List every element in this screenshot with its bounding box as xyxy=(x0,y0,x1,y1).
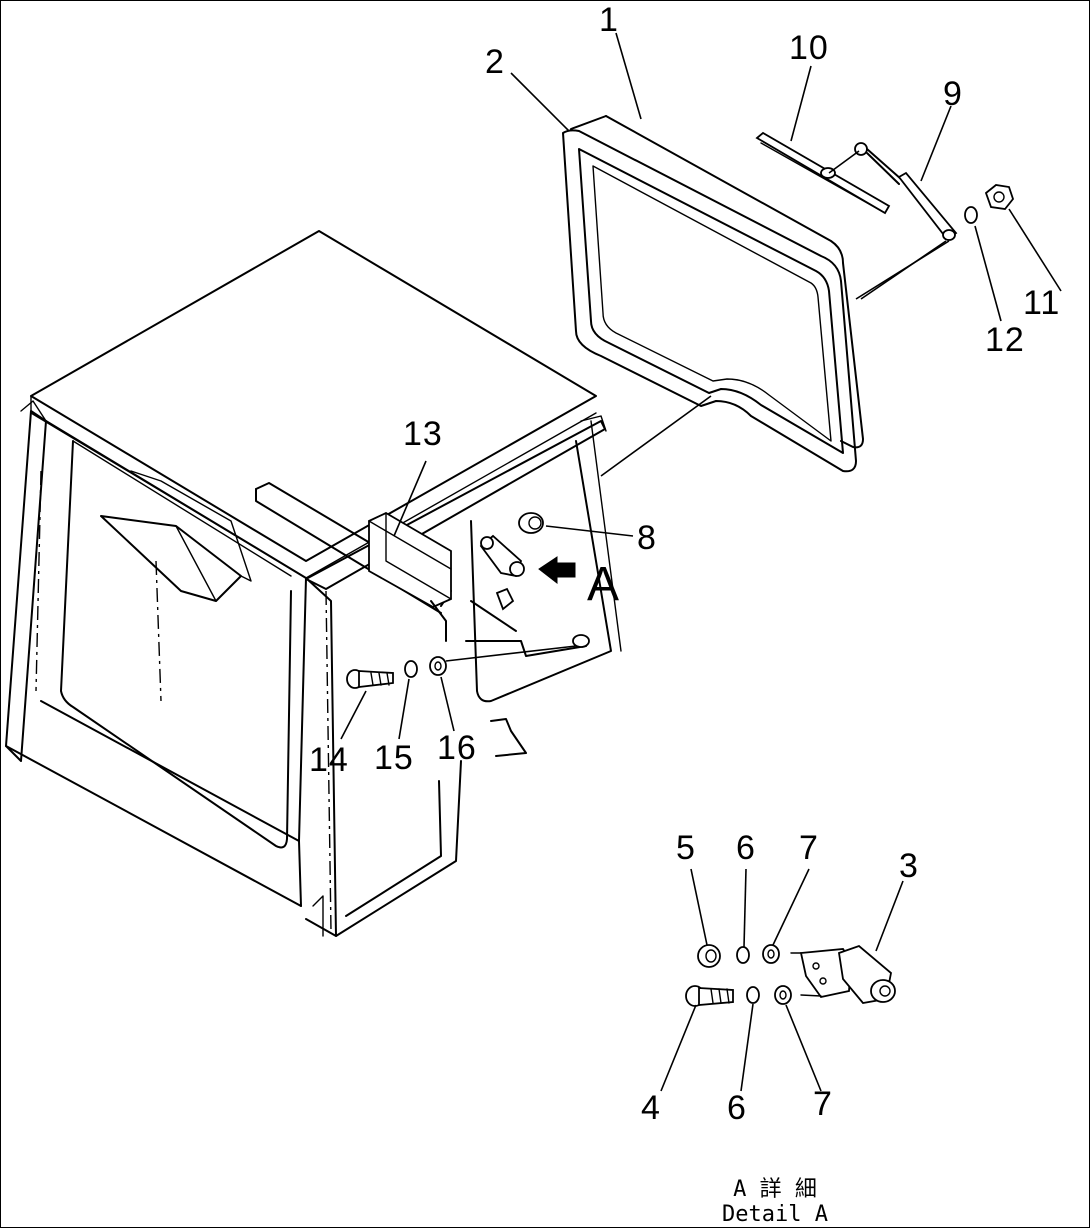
detail-caption-jp: A 詳 細 xyxy=(733,1177,817,1202)
part-15-spring-washer xyxy=(404,660,418,678)
part-6-spring-washer-lower xyxy=(746,986,760,1004)
part-8-grommet xyxy=(518,512,544,534)
callout-5: 5 xyxy=(676,829,696,867)
callout-4: 4 xyxy=(641,1089,661,1127)
callout-7-lower: 7 xyxy=(813,1085,833,1123)
part-7-washer-upper xyxy=(762,944,780,964)
callout-14: 14 xyxy=(309,741,349,779)
callout-11: 11 xyxy=(1023,284,1061,322)
part-9-wiper-arm xyxy=(828,142,958,241)
part-4-bolt xyxy=(685,985,734,1007)
part-10-wiper-blade xyxy=(755,131,891,215)
part-11-nut xyxy=(984,184,1015,210)
detail-caption-en: Detail A xyxy=(722,1202,828,1227)
callout-16: 16 xyxy=(437,729,477,767)
part-7-washer-lower xyxy=(774,985,792,1005)
callout-6-lower: 6 xyxy=(727,1089,747,1127)
callout-3: 3 xyxy=(899,847,919,885)
callout-10: 10 xyxy=(789,29,829,67)
part-3-wiper-motor xyxy=(790,944,896,1004)
callout-15: 15 xyxy=(374,739,414,777)
part-16-washer xyxy=(429,656,447,676)
callout-2: 2 xyxy=(485,43,505,81)
callout-6-upper: 6 xyxy=(736,829,756,867)
part-13-bracket xyxy=(255,420,606,657)
part-12-washer xyxy=(964,206,978,224)
part-2-seal xyxy=(562,129,857,473)
callout-9: 9 xyxy=(943,75,963,113)
callout-1: 1 xyxy=(599,1,619,39)
part-1-glass xyxy=(570,115,864,449)
view-marker-a: A xyxy=(587,558,620,611)
callout-8: 8 xyxy=(637,519,657,557)
callout-7-upper: 7 xyxy=(799,829,819,867)
leader-lines xyxy=(340,32,1062,1092)
callout-13: 13 xyxy=(403,415,443,453)
callout-12: 12 xyxy=(985,321,1025,359)
detail-a-location-parts xyxy=(479,534,576,611)
part-5-nut xyxy=(697,944,721,968)
part-14-bolt xyxy=(346,669,394,689)
cab-body xyxy=(5,230,622,937)
part-6-spring-washer-upper xyxy=(736,946,750,964)
